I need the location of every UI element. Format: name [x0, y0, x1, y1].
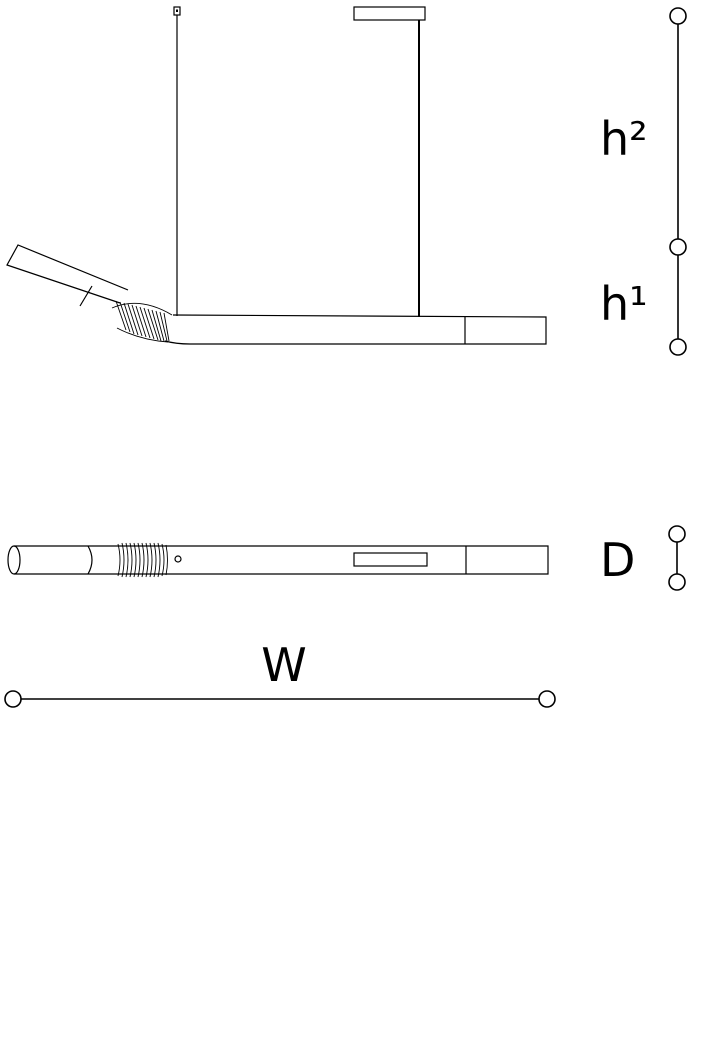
dimension-h1: h¹: [600, 255, 687, 356]
top-tube-body: [14, 545, 549, 575]
tube-end-cap: [7, 545, 21, 575]
flex-joint-side: [111, 300, 173, 343]
screw-hole: [174, 555, 182, 563]
dimension-end-circle-icon: [538, 690, 556, 708]
dimension-depth: D: [600, 525, 686, 591]
angled-arm-joint: [79, 285, 93, 307]
dimension-end-circle-icon: [669, 238, 687, 256]
dimension-end-circle-icon: [668, 573, 686, 591]
depth-label: D: [600, 533, 635, 587]
dimension-end-circle-icon: [669, 7, 687, 25]
h1-label: h¹: [600, 277, 648, 331]
side-view: [6, 6, 547, 345]
tube-section-curve: [87, 545, 93, 575]
dimension-h2: h²: [600, 7, 687, 256]
width-label: W: [261, 638, 306, 692]
angled-arm: [6, 244, 129, 304]
main-tube: [164, 314, 547, 345]
dimension-width: W: [4, 638, 556, 708]
dimension-end-circle-icon: [669, 338, 687, 356]
dimension-end-circle-icon: [668, 525, 686, 543]
top-view: [7, 542, 549, 578]
ceiling-canopy: [353, 6, 426, 21]
ceiling-hook-icon: [173, 6, 181, 16]
dimension-end-circle-icon: [4, 690, 22, 708]
h2-label: h²: [600, 112, 648, 166]
control-slot: [353, 552, 428, 567]
flex-joint-top: [117, 542, 168, 578]
